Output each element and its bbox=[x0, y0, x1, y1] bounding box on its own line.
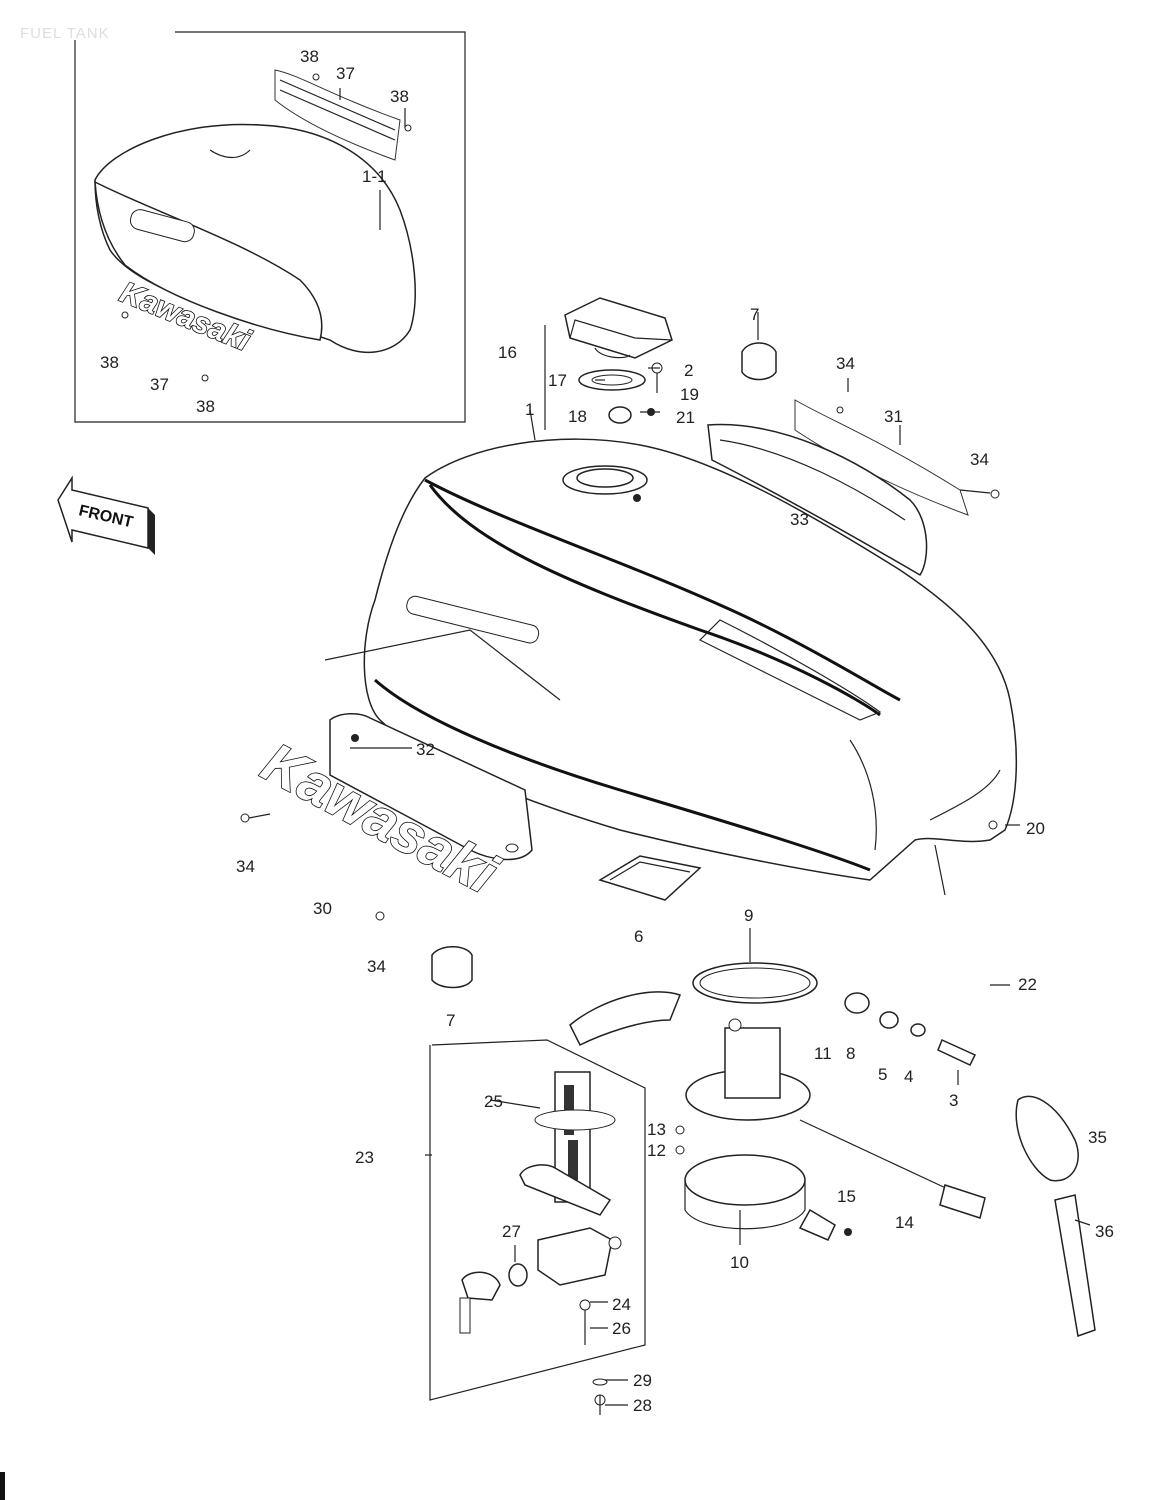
callout-6: 6 bbox=[634, 927, 643, 946]
callout-18: 18 bbox=[568, 407, 587, 426]
callout-38-c: 38 bbox=[100, 353, 119, 372]
knee-pad bbox=[707, 378, 1000, 577]
callout-34-bottom: 34 bbox=[367, 957, 386, 976]
callout-25: 25 bbox=[484, 1092, 503, 1111]
callout-7-top: 7 bbox=[750, 305, 759, 324]
callout-20: 20 bbox=[1026, 819, 1045, 838]
callout-15: 15 bbox=[837, 1187, 856, 1206]
callout-33: 33 bbox=[790, 510, 809, 529]
callout-30: 30 bbox=[313, 899, 332, 918]
callout-31: 31 bbox=[884, 407, 903, 426]
callout-37-b: 37 bbox=[150, 375, 169, 394]
fuel-filter bbox=[684, 1154, 1030, 1370]
screw-3 bbox=[937, 1038, 977, 1066]
breather-grommet bbox=[608, 406, 632, 424]
washer-5 bbox=[879, 1011, 899, 1029]
callout-17: 17 bbox=[548, 371, 567, 390]
fuel-gauge-unit bbox=[569, 991, 986, 1219]
edge-mark bbox=[0, 1472, 5, 1500]
callout-3: 3 bbox=[949, 1091, 958, 1110]
callout-2: 2 bbox=[684, 361, 693, 380]
callout-34-left: 34 bbox=[236, 857, 255, 876]
callout-21: 21 bbox=[676, 408, 695, 427]
callout-10: 10 bbox=[730, 1253, 749, 1272]
inset-fuel-cock bbox=[429, 1039, 685, 1401]
leader-lines bbox=[350, 367, 1091, 1406]
callout-4: 4 bbox=[904, 1067, 913, 1086]
callout-23: 23 bbox=[355, 1148, 374, 1167]
callout-5: 5 bbox=[878, 1065, 887, 1084]
fuel-cap bbox=[544, 297, 673, 430]
fuel-tank-body bbox=[324, 438, 1018, 881]
tray-6 bbox=[598, 855, 702, 901]
washer-8 bbox=[844, 992, 870, 1014]
washer-29 bbox=[592, 1378, 608, 1386]
callout-8: 8 bbox=[846, 1044, 855, 1063]
page-title: FUEL TANK bbox=[20, 25, 110, 42]
callout-22: 22 bbox=[1018, 975, 1037, 994]
callout-35: 35 bbox=[1088, 1128, 1107, 1147]
callout-28: 28 bbox=[633, 1396, 652, 1415]
rubber-cap-bottom bbox=[431, 946, 473, 989]
callout-34-right: 34 bbox=[970, 450, 989, 469]
inset-top: Kawasaki 38 37 38 1-1 38 37 38 bbox=[74, 31, 466, 423]
callout-34-top: 34 bbox=[836, 354, 855, 373]
callout-36: 36 bbox=[1095, 1222, 1114, 1241]
callout-38-b: 38 bbox=[390, 87, 409, 106]
callout-1-1: 1-1 bbox=[362, 167, 387, 186]
callout-27: 27 bbox=[502, 1222, 521, 1241]
callout-24: 24 bbox=[612, 1295, 631, 1314]
callout-7-bottom: 7 bbox=[446, 1011, 455, 1030]
rubber-cap-top bbox=[741, 342, 777, 381]
callout-38-d: 38 bbox=[196, 397, 215, 416]
callout-13: 13 bbox=[647, 1120, 666, 1139]
callout-26: 26 bbox=[612, 1319, 631, 1338]
callout-32: 32 bbox=[416, 740, 435, 759]
callout-37-a: 37 bbox=[336, 64, 355, 83]
callout-11: 11 bbox=[814, 1044, 832, 1063]
callout-38-a: 38 bbox=[300, 47, 319, 66]
callout-29: 29 bbox=[633, 1371, 652, 1390]
callout-9: 9 bbox=[744, 906, 753, 925]
washer-4 bbox=[910, 1023, 926, 1037]
front-arrow: FRONT bbox=[57, 475, 155, 555]
breather-hose bbox=[931, 820, 1096, 1338]
callout-16: 16 bbox=[498, 343, 517, 362]
callout-1: 1 bbox=[525, 400, 534, 419]
callout-12: 12 bbox=[647, 1141, 666, 1160]
callout-14: 14 bbox=[895, 1213, 914, 1232]
callout-19: 19 bbox=[680, 385, 699, 404]
